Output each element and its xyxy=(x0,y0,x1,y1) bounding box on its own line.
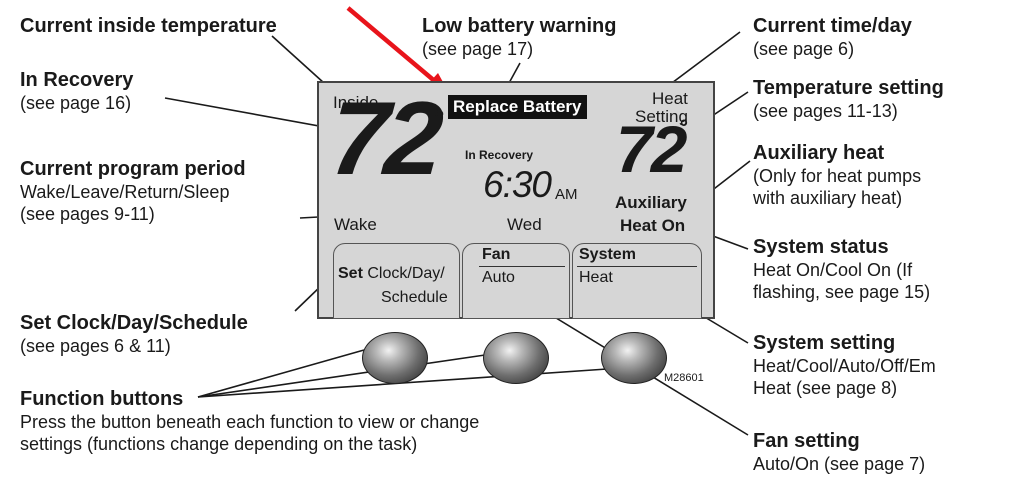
annotation-title: Fan setting xyxy=(753,430,860,452)
annotation-sub: flashing, see page 15) xyxy=(753,282,931,302)
annotation-sub: settings (functions change depending on … xyxy=(20,434,418,454)
annotation-low-battery: Low battery warning (see page 17) xyxy=(422,14,616,60)
function-button-right[interactable] xyxy=(601,332,667,384)
set-temperature: 72 xyxy=(616,112,687,186)
figure-code: M28601 xyxy=(664,372,704,384)
annotation-title: Set Clock/Day/Schedule xyxy=(20,312,248,334)
annotation-title: Auxiliary heat xyxy=(753,142,885,164)
softkey-set-text1: Clock/Day/ xyxy=(367,265,445,282)
function-button-left[interactable] xyxy=(362,332,428,384)
annotation-sub: (see page 17) xyxy=(422,39,534,59)
current-time: 6:30 xyxy=(483,164,552,205)
annotation-sub: Heat (see page 8) xyxy=(753,378,898,398)
annotation-sub: (see pages 11-13) xyxy=(753,101,898,121)
annotation-sub: (see pages 6 & 11) xyxy=(20,336,171,356)
annotation-title: Current inside temperature xyxy=(20,15,277,37)
fan-value: Auto xyxy=(482,269,515,286)
annotation-title: System setting xyxy=(753,332,896,354)
softkey-set-bold: Set xyxy=(338,265,363,282)
annotation-sub: (see page 6) xyxy=(753,39,855,59)
annotation-title: Low battery warning xyxy=(422,15,617,37)
setting-label: Setting xyxy=(635,107,688,126)
replace-battery-warning: Replace Battery xyxy=(448,95,587,119)
annotation-function-buttons: Function buttons Press the button beneat… xyxy=(20,387,479,455)
softkey-set-line1: Set Clock/Day/ xyxy=(338,265,445,283)
annotation-title: Current program period xyxy=(20,158,246,180)
annotation-sub: Auto/On (see page 7) xyxy=(753,454,926,474)
am-pm-indicator: AM xyxy=(555,186,578,203)
annotation-sub: Wake/Leave/Return/Sleep xyxy=(20,182,230,202)
annotation-sub: (see page 16) xyxy=(20,93,132,113)
annotation-sub: Heat/Cool/Auto/Off/Em xyxy=(753,356,936,376)
softkey-system: System Heat xyxy=(572,243,702,319)
annotation-title: In Recovery xyxy=(20,69,134,91)
program-period: Wake xyxy=(334,215,377,234)
annotation-fan-setting: Fan setting Auto/On (see page 7) xyxy=(753,429,925,475)
annotation-sub: (Only for heat pumps xyxy=(753,166,922,186)
inside-degree-symbol: ° xyxy=(434,104,445,134)
annotation-title: Current time/day xyxy=(753,15,912,37)
function-button-center[interactable] xyxy=(483,332,549,384)
annotation-system-status: System status Heat On/Cool On (If flashi… xyxy=(753,235,930,303)
thermostat-display: Inside 72 ° Replace Battery Heat Setting… xyxy=(317,81,715,319)
annotation-program-period: Current program period Wake/Leave/Return… xyxy=(20,157,246,225)
set-degree-symbol: ° xyxy=(680,117,688,139)
annotation-title: Temperature setting xyxy=(753,77,944,99)
system-header: System xyxy=(579,246,636,263)
annotation-in-recovery: In Recovery (see page 16) xyxy=(20,68,133,114)
inside-label: Inside xyxy=(333,93,379,112)
annotation-title: System status xyxy=(753,236,889,258)
in-recovery-indicator: In Recovery xyxy=(465,148,534,162)
system-divider xyxy=(577,266,697,267)
annotation-sub: with auxiliary heat) xyxy=(753,188,903,208)
softkey-set-line2: Schedule xyxy=(381,289,448,306)
annotation-temp-setting: Temperature setting (see pages 11-13) xyxy=(753,76,944,122)
auxiliary-label: Auxiliary xyxy=(615,193,687,212)
fan-header: Fan xyxy=(482,246,511,263)
system-value: Heat xyxy=(579,269,613,286)
inside-temperature: 72 xyxy=(326,81,443,197)
heat-on-status: Heat On xyxy=(620,216,686,235)
heat-label: Heat xyxy=(652,89,688,108)
annotation-system-setting: System setting Heat/Cool/Auto/Off/Em Hea… xyxy=(753,331,936,399)
annotation-set-clock: Set Clock/Day/Schedule (see pages 6 & 11… xyxy=(20,311,248,357)
annotation-current-inside-temp: Current inside temperature xyxy=(20,14,277,38)
annotation-sub: Press the button beneath each function t… xyxy=(20,412,480,432)
annotation-aux-heat: Auxiliary heat (Only for heat pumps with… xyxy=(753,141,921,209)
annotation-sub: Heat On/Cool On (If xyxy=(753,260,913,280)
annotation-title: Function buttons xyxy=(20,388,184,410)
fan-divider xyxy=(479,266,565,267)
annotation-sub: (see pages 9-11) xyxy=(20,204,155,224)
softkey-set-clock: Set Clock/Day/ Schedule xyxy=(333,243,460,319)
annotation-time-day: Current time/day (see page 6) xyxy=(753,14,912,60)
softkey-fan: Fan Auto xyxy=(462,243,570,319)
current-day: Wed xyxy=(507,215,542,234)
